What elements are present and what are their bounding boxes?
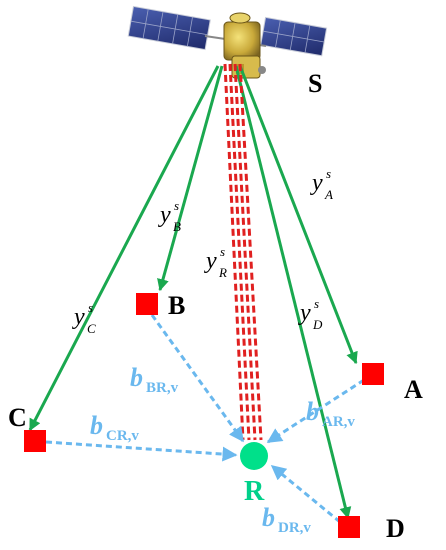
label-station-b: B bbox=[168, 291, 185, 320]
baseline-a-r bbox=[266, 378, 365, 444]
label-y-a-sup: s bbox=[326, 166, 331, 181]
label-y-a-base: y bbox=[310, 170, 323, 196]
label-y-b: y s B bbox=[158, 198, 181, 234]
label-b-ar-base: b bbox=[306, 397, 319, 426]
label-y-c-base: y bbox=[72, 304, 85, 330]
label-y-b-sup: s bbox=[174, 198, 179, 213]
link-s-to-a bbox=[238, 65, 358, 365]
station-a bbox=[362, 363, 384, 385]
label-b-ar: b AR,v bbox=[306, 397, 355, 430]
label-b-cr-sub: CR,v bbox=[106, 428, 139, 444]
label-y-c-sup: s bbox=[88, 300, 93, 315]
label-y-r-sup: s bbox=[220, 244, 225, 259]
link-s-to-d bbox=[234, 65, 352, 520]
label-station-d: D bbox=[386, 514, 405, 543]
station-d bbox=[338, 516, 360, 538]
label-y-r-base: y bbox=[204, 248, 217, 274]
label-b-br: b BR,v bbox=[130, 363, 179, 396]
label-y-c: y s C bbox=[72, 300, 96, 336]
label-rover: R bbox=[244, 476, 265, 507]
label-y-c-sub: C bbox=[87, 321, 96, 336]
link-s-to-c bbox=[28, 65, 220, 432]
label-satellite: S bbox=[308, 69, 322, 98]
baseline-b-r bbox=[150, 314, 245, 443]
label-y-r: y s R bbox=[204, 244, 227, 280]
label-y-d: y s D bbox=[298, 296, 323, 332]
baselines bbox=[45, 314, 365, 524]
label-y-b-base: y bbox=[158, 202, 171, 228]
label-y-r-sub: R bbox=[218, 265, 227, 280]
label-y-d-base: y bbox=[298, 300, 311, 326]
label-b-br-base: b bbox=[130, 363, 143, 392]
label-y-a-sub: A bbox=[324, 187, 333, 202]
label-station-c: C bbox=[8, 403, 27, 432]
label-y-d-sup: s bbox=[314, 296, 319, 311]
rover-node bbox=[240, 442, 268, 470]
station-c bbox=[24, 430, 46, 452]
label-b-dr-base: b bbox=[262, 503, 275, 532]
satellite-links bbox=[28, 65, 358, 520]
satellite-icon bbox=[127, 5, 328, 79]
label-b-cr: b CR,v bbox=[90, 411, 139, 444]
baseline-c-r bbox=[45, 440, 238, 462]
reference-links bbox=[223, 63, 263, 441]
label-b-dr: b DR,v bbox=[262, 503, 311, 536]
label-y-b-sub: B bbox=[173, 219, 181, 234]
label-b-dr-sub: DR,v bbox=[278, 520, 311, 536]
label-y-d-sub: D bbox=[312, 317, 323, 332]
baseline-d-r bbox=[270, 464, 341, 524]
label-b-ar-sub: AR,v bbox=[322, 414, 355, 430]
label-b-cr-base: b bbox=[90, 411, 103, 440]
label-y-a: y s A bbox=[310, 166, 333, 202]
label-b-br-sub: BR,v bbox=[146, 380, 179, 396]
link-s-to-b bbox=[157, 65, 224, 292]
label-station-a: A bbox=[404, 375, 423, 404]
station-b bbox=[136, 293, 158, 315]
